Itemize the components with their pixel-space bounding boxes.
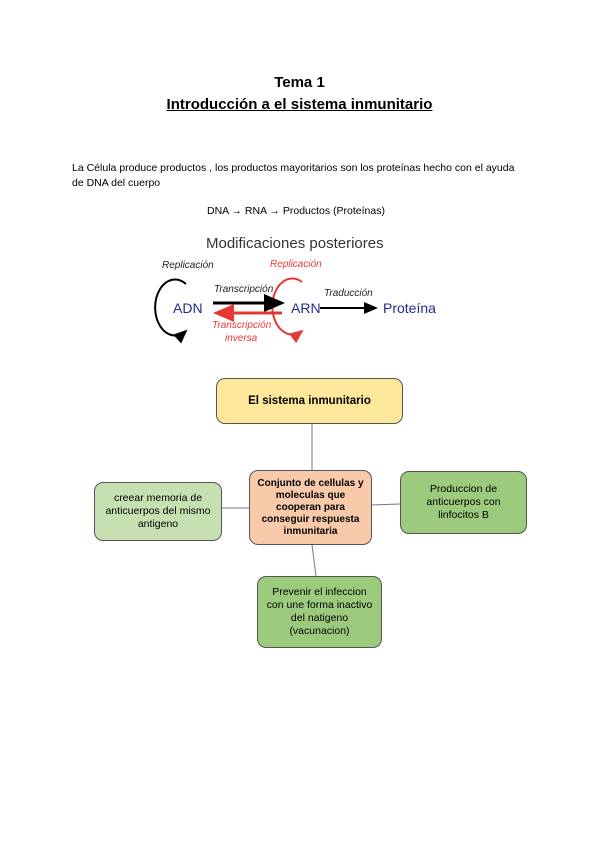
concept-center: Conjunto de cellulas y moleculas que coo… <box>249 470 372 545</box>
figure-title: Modificaciones posteriores <box>206 235 384 252</box>
concept-bottom-label: Prevenir el infeccion con une forma inac… <box>266 586 373 637</box>
concept-left-label: creear memoria de anticuerpos del mismo … <box>105 492 211 530</box>
reverse-transcription-label-2: inversa <box>225 333 258 344</box>
concept-left: creear memoria de anticuerpos del mismo … <box>94 482 222 541</box>
concept-right-label: Produccion de anticuerpos con linfocitos… <box>426 483 501 521</box>
replication-label-right: Replicación <box>270 259 322 270</box>
page-title: Introducción a el sistema inmunitario <box>166 96 433 113</box>
concept-root-label: El sistema inmunitario <box>248 394 371 407</box>
dna-flow-diagram <box>154 277 378 344</box>
title-number: Tema 1 <box>274 74 325 91</box>
concept-right: Produccion de anticuerpos con linfocitos… <box>400 471 527 534</box>
adn-replication-arc <box>154 278 188 344</box>
intro-paragraph: La Célula produce productos , los produc… <box>72 162 515 189</box>
dna-flow-figure: Modificaciones posteriores Replicación R… <box>150 230 470 350</box>
transcription-label: Transcripción <box>214 284 274 295</box>
concept-bottom: Prevenir el infeccion con une forma inac… <box>257 576 382 648</box>
arn-label: ARN <box>291 300 321 316</box>
replication-label-left: Replicación <box>162 260 214 271</box>
connector-bottom <box>311 544 317 577</box>
concept-root: El sistema inmunitario <box>216 378 403 424</box>
concept-center-label: Conjunto de cellulas y moleculas que coo… <box>257 477 364 537</box>
proteina-label: Proteína <box>383 300 436 316</box>
dna-formula: DNA → RNA → Productos (Proteínas) <box>207 205 385 217</box>
translation-label: Traducción <box>324 288 373 299</box>
adn-label: ADN <box>173 300 203 316</box>
connector-right <box>371 503 401 506</box>
reverse-transcription-label: Transcripción <box>212 320 272 331</box>
